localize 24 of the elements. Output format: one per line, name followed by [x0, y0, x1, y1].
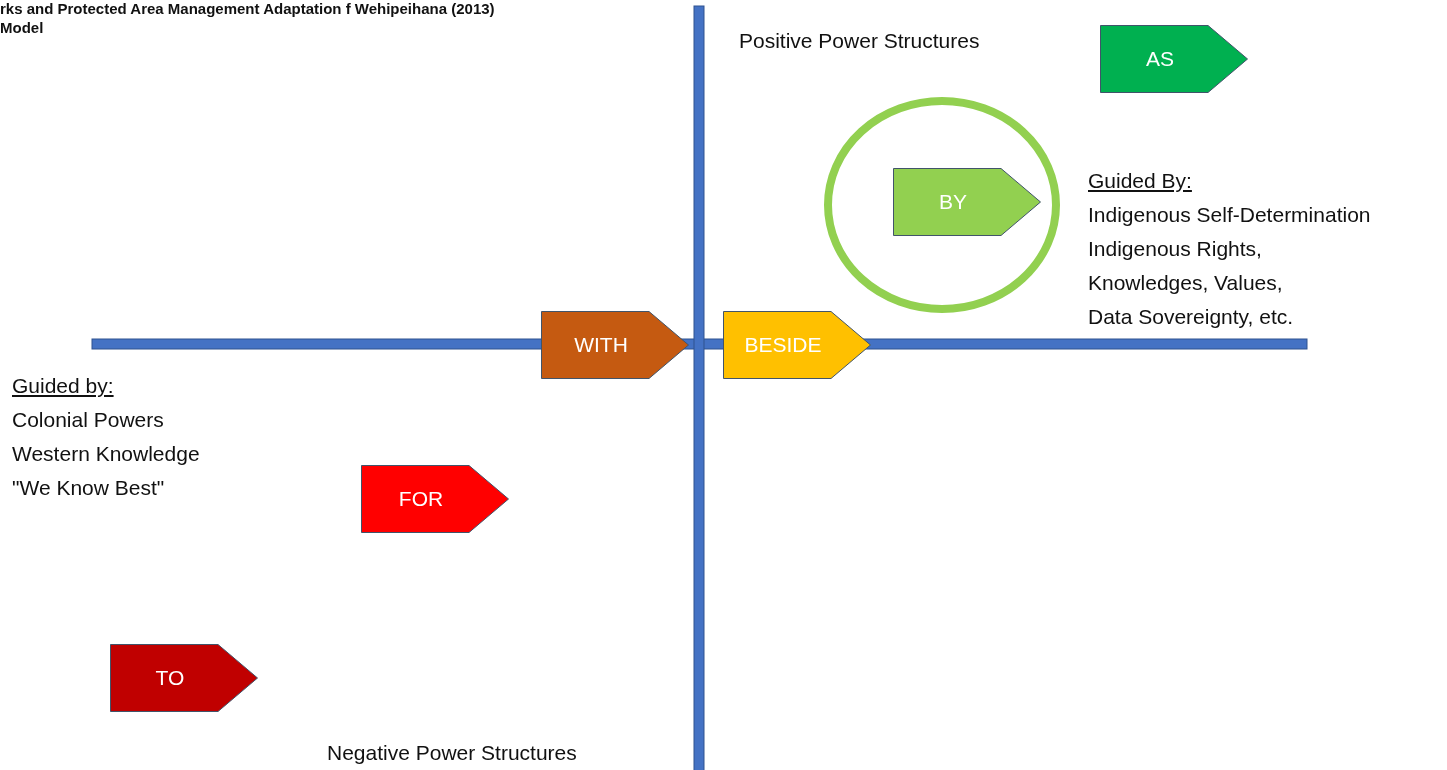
label-text: "We Know Best" — [12, 475, 165, 501]
label-text: Knowledges, Values, — [1088, 270, 1283, 296]
label-text: Western Knowledge — [12, 441, 200, 467]
section-heading: Guided By: — [1088, 168, 1192, 194]
arrow-label: WITH — [573, 332, 629, 358]
arrow-shape — [893, 168, 1041, 236]
arrow-label: BESIDE — [743, 332, 823, 358]
arrow-shape — [723, 311, 871, 379]
arrow-shape — [541, 311, 689, 379]
label-text: Negative Power Structures — [327, 740, 577, 766]
arrow-shape — [110, 644, 258, 712]
label-text: Indigenous Rights, — [1088, 236, 1262, 262]
title: rks and Protected Area Management Adaptation f Wehipeihana (2013) Model — [0, 0, 496, 37]
label-text: Indigenous Self-Determination — [1088, 202, 1371, 228]
label-text: Colonial Powers — [12, 407, 164, 433]
arrow-shape — [361, 465, 509, 533]
arrow-label: FOR — [397, 486, 445, 512]
section-heading: Guided by: — [12, 373, 114, 399]
arrow-label: AS — [1145, 46, 1175, 72]
arrow-label: TO — [154, 665, 186, 691]
arrow-shape — [1100, 25, 1248, 93]
label-text: Data Sovereignty, etc. — [1088, 304, 1294, 330]
label-text: Positive Power Structures — [739, 28, 980, 54]
arrow-label: BY — [938, 189, 968, 215]
